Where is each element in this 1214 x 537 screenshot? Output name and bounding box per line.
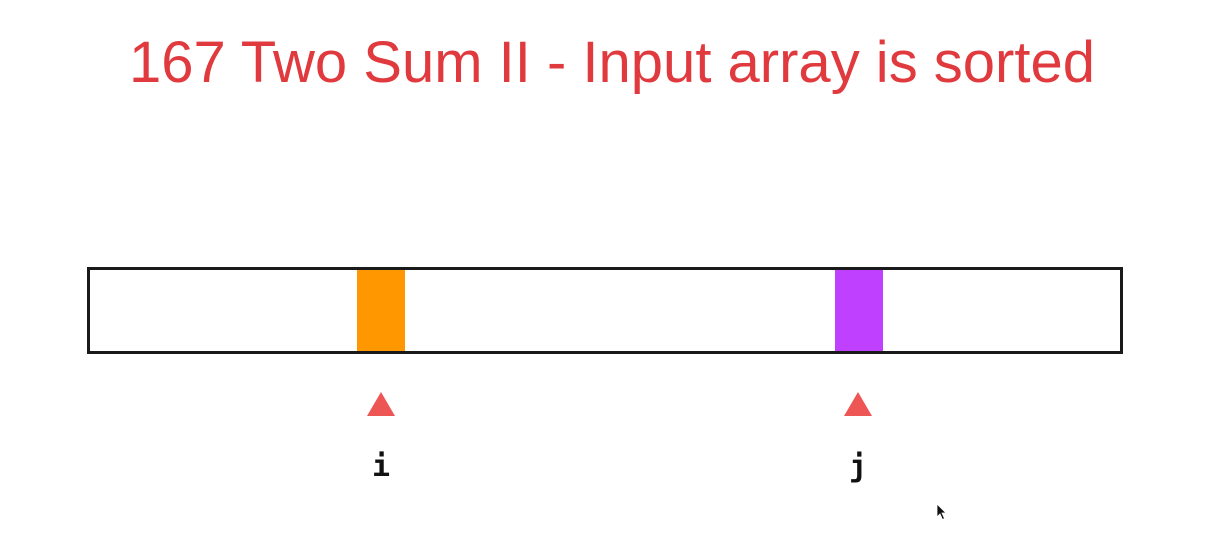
mouse-cursor-icon (936, 503, 947, 521)
array-cell-i (357, 270, 405, 351)
pointer-j-arrow-icon (844, 392, 872, 416)
sorted-array-bar (87, 267, 1123, 354)
page-title: 167 Two Sum II - Input array is sorted (128, 30, 1096, 95)
array-cell-j (835, 270, 883, 351)
pointer-j-label: j (848, 449, 868, 484)
pointer-i-arrow-icon (367, 392, 395, 416)
pointer-i-label: i (371, 449, 391, 484)
